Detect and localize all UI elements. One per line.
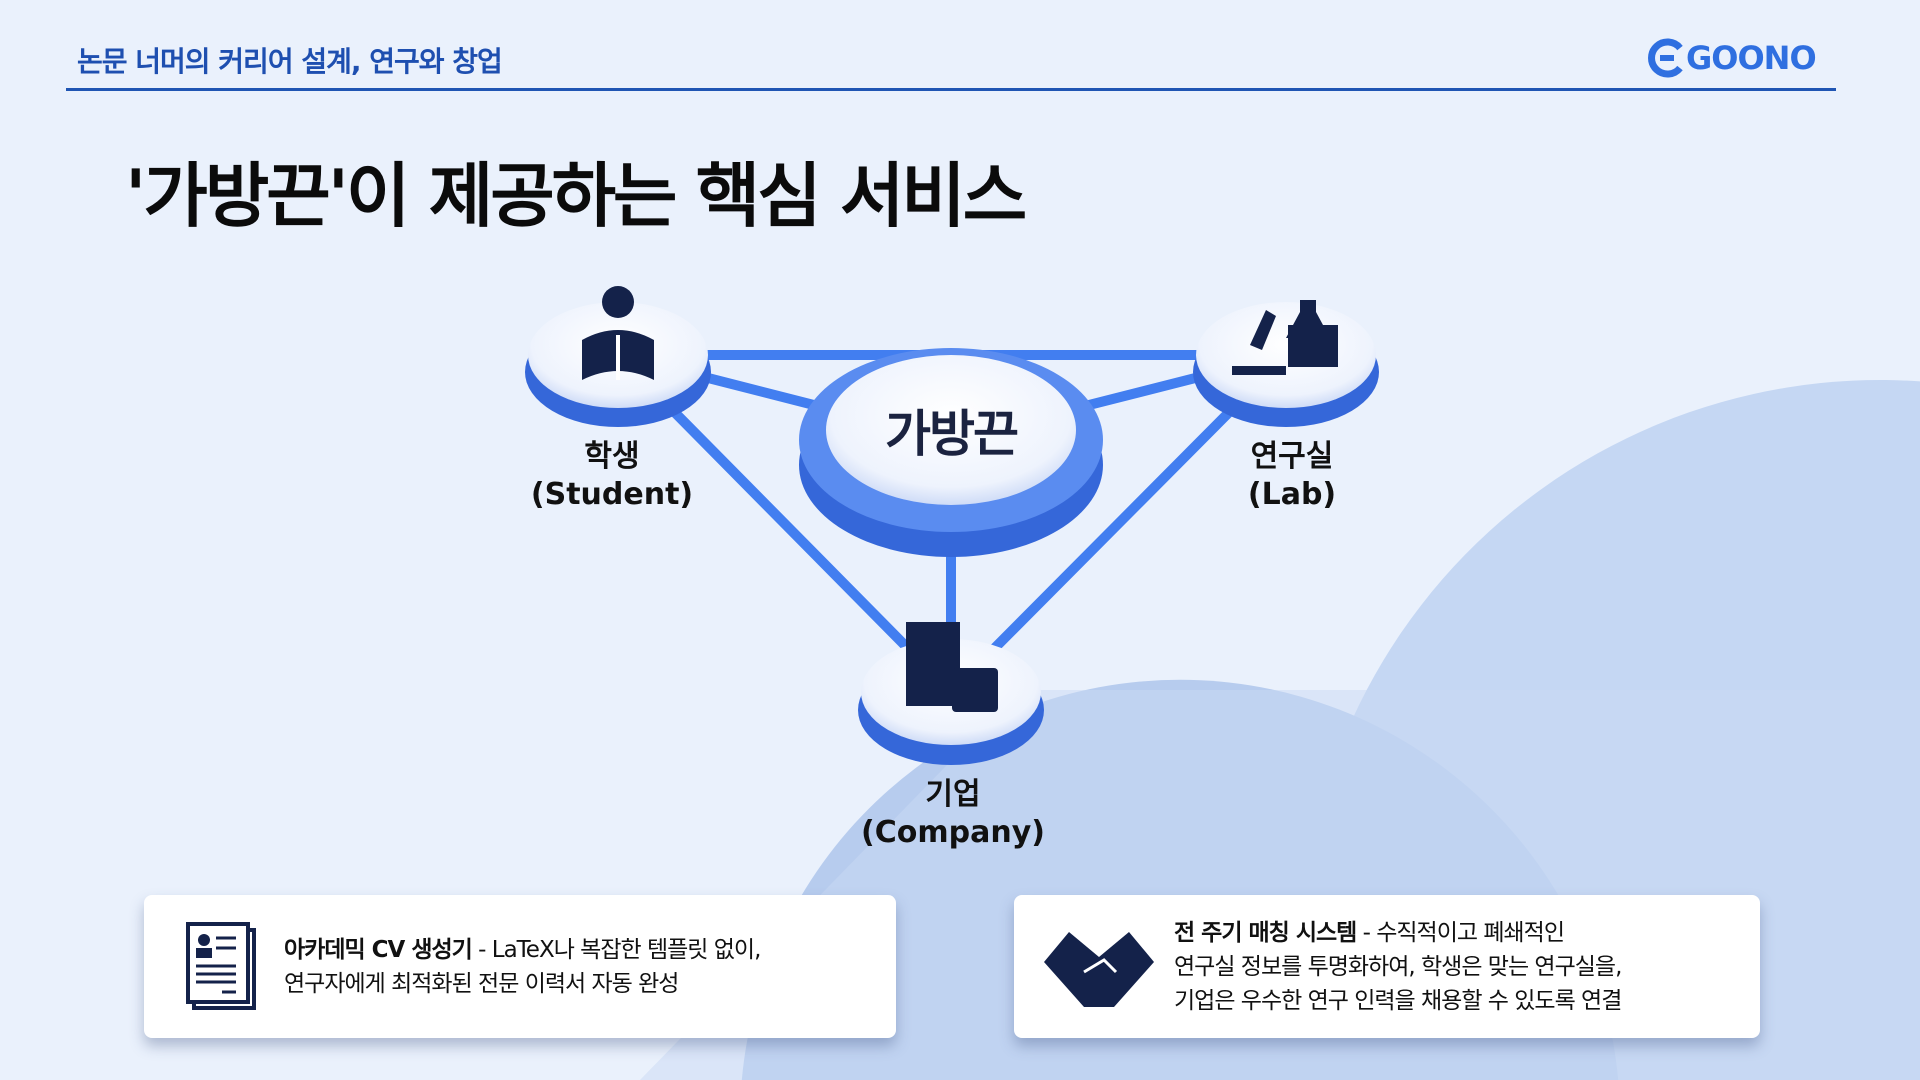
microscope-flask-icon <box>1232 300 1338 375</box>
handshake-icon <box>1044 931 1154 1007</box>
card-cv-generator: 아카데믹 CV 생성기 - LaTeX나 복잡한 템플릿 없이, 연구자에게 최적… <box>144 895 896 1038</box>
card-desc: - LaTeX나 복잡한 템플릿 없이, <box>471 936 761 963</box>
node-name: 학생 <box>584 439 640 474</box>
goono-logo-icon <box>1648 38 1683 78</box>
company-node <box>858 622 1044 765</box>
header-divider <box>66 88 1836 91</box>
card-desc-line: 기업은 우수한 연구 인력을 채용할 수 있도록 연결 <box>1174 987 1622 1014</box>
node-sub: (Student) <box>530 477 694 512</box>
node-sub: (Company) <box>861 815 1045 850</box>
node-name: 연구실 <box>1250 439 1334 474</box>
card-title: 전 주기 매칭 시스템 <box>1174 919 1357 946</box>
card-title: 아카데믹 CV 생성기 <box>284 936 473 963</box>
goono-logo: GOONO <box>1646 38 1817 78</box>
hub-disc <box>799 348 1103 557</box>
node-sub: (Lab) <box>1247 477 1337 512</box>
student-node <box>525 286 711 427</box>
lab-node <box>1193 300 1379 427</box>
cv-document-icon <box>186 921 256 1010</box>
student-reading-icon <box>582 286 654 380</box>
card-desc: - 수직적이고 폐쇄적인 <box>1356 919 1565 946</box>
deck-subtitle: 논문 너머의 커리어 설계, 연구와 창업 <box>77 45 503 78</box>
building-briefcase-icon <box>906 622 998 712</box>
card-desc-line: 연구실 정보를 투명화하여, 학생은 맞는 연구실을, <box>1174 953 1622 980</box>
node-label-company: 기업(Company) <box>861 776 1045 852</box>
logo-text: GOONO <box>1686 39 1817 77</box>
page-title: '가방끈'이 제공하는 핵심 서비스 <box>125 155 1027 237</box>
node-label-lab: 연구실(Lab) <box>1248 438 1336 514</box>
hub-label: 가방끈 <box>885 405 1019 463</box>
node-name: 기업 <box>925 777 981 812</box>
card-desc-line: 연구자에게 최적화된 전문 이력서 자동 완성 <box>284 970 679 997</box>
node-label-student: 학생(Student) <box>531 438 693 514</box>
